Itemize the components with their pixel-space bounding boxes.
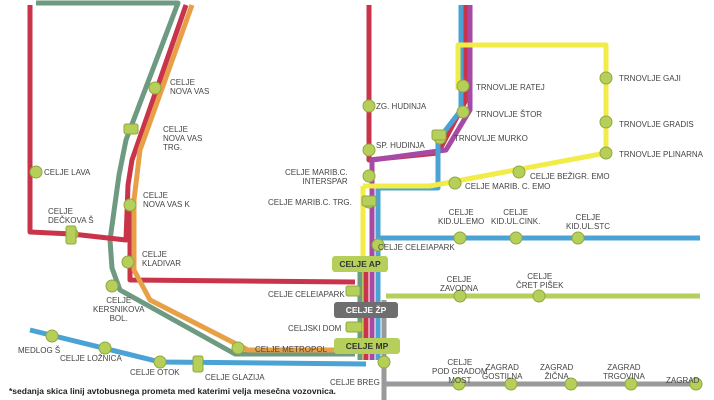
- stop-marker-otok[interactable]: [153, 355, 167, 369]
- label-zagrad: ZAGRAD: [666, 376, 700, 385]
- route-purple: [369, 5, 473, 360]
- stop-marker-sp-hudinja[interactable]: [362, 143, 376, 157]
- footnote: *sedanja skica linij avtobusnega prometa…: [9, 386, 336, 396]
- label-sp-hudinja: SP. HUDINJA: [376, 141, 425, 150]
- label-kersnikova: CELJE KERSNIKOVA BOL.: [93, 296, 145, 323]
- label-celeiapark-right: CELJE CELEIAPARK: [378, 243, 455, 252]
- stop-bar-celjski-dom[interactable]: [345, 321, 363, 333]
- label-medlog: MEDLOG Š: [18, 346, 61, 355]
- stop-marker-trnovlje-gradis[interactable]: [599, 115, 613, 129]
- label-trnovlje-murko: TRNOVLJE MURKO: [454, 134, 528, 143]
- stop-marker-loznica[interactable]: [98, 341, 112, 355]
- stop-marker-nova-vas-k[interactable]: [123, 198, 137, 212]
- label-otok: CELJE OTOK: [130, 368, 180, 377]
- stop-marker-kid-emo[interactable]: [453, 231, 467, 245]
- stop-marker-zagrad[interactable]: [689, 377, 703, 391]
- label-zavodna: CELJE ZAVODNA: [440, 275, 479, 293]
- stop-marker-marib-interspar[interactable]: [362, 169, 376, 183]
- stop-markers: [29, 71, 703, 391]
- route-orange: [131, 4, 358, 353]
- stop-marker-marib-emo[interactable]: [448, 176, 462, 190]
- label-deckova: CELJE DEČKOVA Š: [48, 207, 94, 225]
- label-trnovlje-plinarna: TRNOVLJE PLINARNA: [619, 150, 704, 159]
- stop-marker-trnovlje-gaji[interactable]: [599, 71, 613, 85]
- label-pod-gradom: CELJE POD GRADOM MOST: [432, 358, 488, 385]
- label-bezigr-emo: CELJE BEŽIGR. EMO: [530, 172, 610, 181]
- route-yellow: [363, 42, 609, 189]
- stop-marker-nova-vas[interactable]: [148, 81, 162, 95]
- label-celeiapark-left: CELJE CELEIAPARK: [268, 290, 345, 299]
- label-kid-emo: CELJE KID.UL.EMO: [438, 208, 485, 226]
- stop-marker-kid-stc[interactable]: [571, 231, 585, 245]
- route-red: [27, 4, 189, 243]
- stop-bar-deckova-bar[interactable]: [65, 225, 77, 245]
- stop-marker-kersnikova[interactable]: [105, 279, 119, 293]
- label-nova-vas: CELJE NOVA VAS: [170, 78, 210, 96]
- label-nova-vas-trg: CELJE NOVA VAS TRG.: [163, 125, 203, 152]
- stop-marker-celeiapark-right[interactable]: [371, 238, 385, 252]
- stop-marker-bezigr-emo[interactable]: [512, 165, 526, 179]
- label-marib-emo: CELJE MARIB. C. EMO: [465, 182, 551, 191]
- stop-bar-trnovlje-murko-bar[interactable]: [431, 129, 447, 141]
- label-trnovlje-gaji: TRNOVLJE GAJI: [619, 74, 681, 83]
- label-trnovlje-stor: TRNOVLJE ŠTOR: [476, 110, 543, 119]
- stop-marker-gostilna[interactable]: [504, 377, 518, 391]
- stop-marker-cret-pisek[interactable]: [532, 289, 546, 303]
- stop-marker-medlog[interactable]: [45, 329, 59, 343]
- label-nova-vas-k: CELJE NOVA VAS K: [143, 191, 190, 209]
- label-kladivar: CELJE KLADIVAR: [142, 250, 181, 268]
- label-marib-trg: CELJE MARIB.C. TRG.: [268, 198, 352, 207]
- label-gostilna: ZAGRAD GOSTILNA: [482, 363, 523, 381]
- label-marib-interspar: CELJE MARIB.C. INTERSPAR: [285, 168, 348, 186]
- terminal-celje-zp[interactable]: CELJE ŽP: [334, 302, 398, 318]
- label-glazija: CELJE GLAZIJA: [205, 373, 265, 382]
- route-red-b: [127, 200, 356, 285]
- label-kid-cink: CELJE KID.UL.CINK.: [491, 208, 541, 226]
- label-cret-pisek: CELJE ČRET PIŠEK: [516, 272, 564, 290]
- stop-marker-zavodna[interactable]: [453, 289, 467, 303]
- stop-marker-trnovlje-ratej[interactable]: [456, 79, 470, 93]
- terminal-celje-ap[interactable]: CELJE AP: [332, 256, 388, 272]
- label-celjski-dom: CELJSKI DOM: [288, 324, 342, 333]
- label-lava: CELJE LAVA: [44, 168, 91, 177]
- stop-marker-trnovlje-stor[interactable]: [456, 105, 470, 119]
- stop-marker-kladivar[interactable]: [121, 255, 135, 269]
- label-zg-hudinja: ZG. HUDINJA: [376, 102, 427, 111]
- stop-marker-trgovina[interactable]: [624, 377, 638, 391]
- label-loznica: CELJE LOŽNICA: [60, 354, 122, 363]
- stop-bar-glazija[interactable]: [192, 355, 204, 373]
- stop-marker-metropol[interactable]: [231, 341, 245, 355]
- label-trnovlje-gradis: TRNOVLJE GRADIS: [619, 120, 694, 129]
- stop-marker-pod-gradom[interactable]: [452, 377, 466, 391]
- route-blue-north: [375, 5, 464, 360]
- stop-marker-trnovlje-plinarna[interactable]: [599, 146, 613, 160]
- label-trgovina: ZAGRAD TRGOVINA: [603, 363, 645, 381]
- stop-marker-kid-cink[interactable]: [509, 231, 523, 245]
- terminal-celje-mp[interactable]: CELJE MP: [334, 338, 400, 354]
- label-metropol: CELJE METROPOL: [255, 345, 328, 354]
- stop-marker-zicna[interactable]: [564, 377, 578, 391]
- stop-marker-lava[interactable]: [29, 165, 43, 179]
- stop-bar-marib-trg-bar[interactable]: [361, 195, 377, 207]
- label-breg: CELJE BREG: [330, 378, 380, 387]
- label-kid-stc: CELJE KID.UL.STC: [566, 213, 611, 231]
- label-trnovlje-ratej: TRNOVLJE RATEJ: [476, 83, 545, 92]
- stop-bar-nova-vas-trg[interactable]: [123, 123, 139, 135]
- stop-marker-zg-hudinja[interactable]: [362, 99, 376, 113]
- stop-marker-breg[interactable]: [377, 355, 391, 369]
- label-zicna: ZAGRAD ŽIČNA: [540, 363, 574, 381]
- stop-bar-celeiapark-left[interactable]: [345, 285, 361, 297]
